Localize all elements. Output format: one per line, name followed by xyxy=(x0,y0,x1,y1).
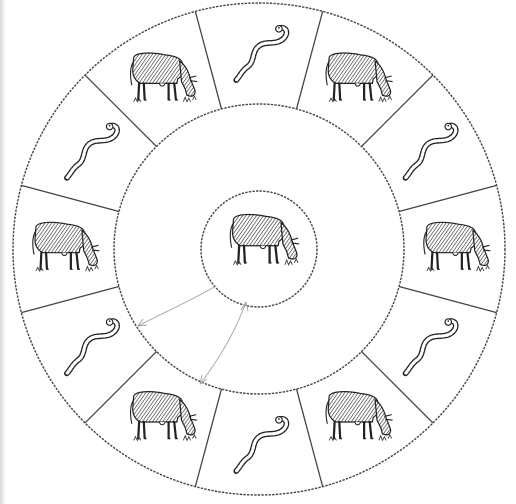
arrow-to-snake-segment xyxy=(138,286,216,326)
segment-2-cow-icon xyxy=(326,53,393,102)
cow-icon xyxy=(131,53,198,102)
segment-12-cow-icon xyxy=(131,53,198,102)
segment-3-snake-icon xyxy=(406,123,456,178)
cow-icon xyxy=(33,222,100,271)
snake-icon xyxy=(67,319,117,374)
arrow-to-cow-segment xyxy=(200,302,246,384)
segment-4-cow-icon xyxy=(424,222,491,271)
segment-5-snake-icon xyxy=(406,319,456,374)
segment-7-snake-icon xyxy=(236,417,286,472)
inner-ring-boundary xyxy=(114,104,404,394)
center-circle xyxy=(201,191,317,307)
snake-icon xyxy=(67,123,117,178)
cow-icon xyxy=(424,222,491,271)
segment-divider xyxy=(85,75,156,146)
center-cow-icon xyxy=(230,214,299,264)
segment-9-snake-icon xyxy=(67,319,117,374)
snake-icon xyxy=(236,26,286,81)
segment-divider xyxy=(21,287,119,313)
segment-11-snake-icon xyxy=(67,123,117,178)
segment-1-snake-icon xyxy=(236,26,286,81)
cow-icon xyxy=(131,392,198,441)
segment-divider xyxy=(399,185,497,211)
segment-divider xyxy=(297,11,323,109)
cow-icon xyxy=(326,392,393,441)
cow-icon xyxy=(326,53,393,102)
segment-divider xyxy=(195,11,221,109)
segment-6-cow-icon xyxy=(326,392,393,441)
segment-10-cow-icon xyxy=(33,222,100,271)
snake-icon xyxy=(406,123,456,178)
segment-divider xyxy=(297,389,323,487)
segment-divider xyxy=(362,75,433,146)
snake-icon xyxy=(236,417,286,472)
snake-icon xyxy=(406,319,456,374)
segment-divider xyxy=(21,185,119,211)
segment-divider xyxy=(195,389,221,487)
segment-divider xyxy=(399,287,497,313)
segment-8-cow-icon xyxy=(131,392,198,441)
